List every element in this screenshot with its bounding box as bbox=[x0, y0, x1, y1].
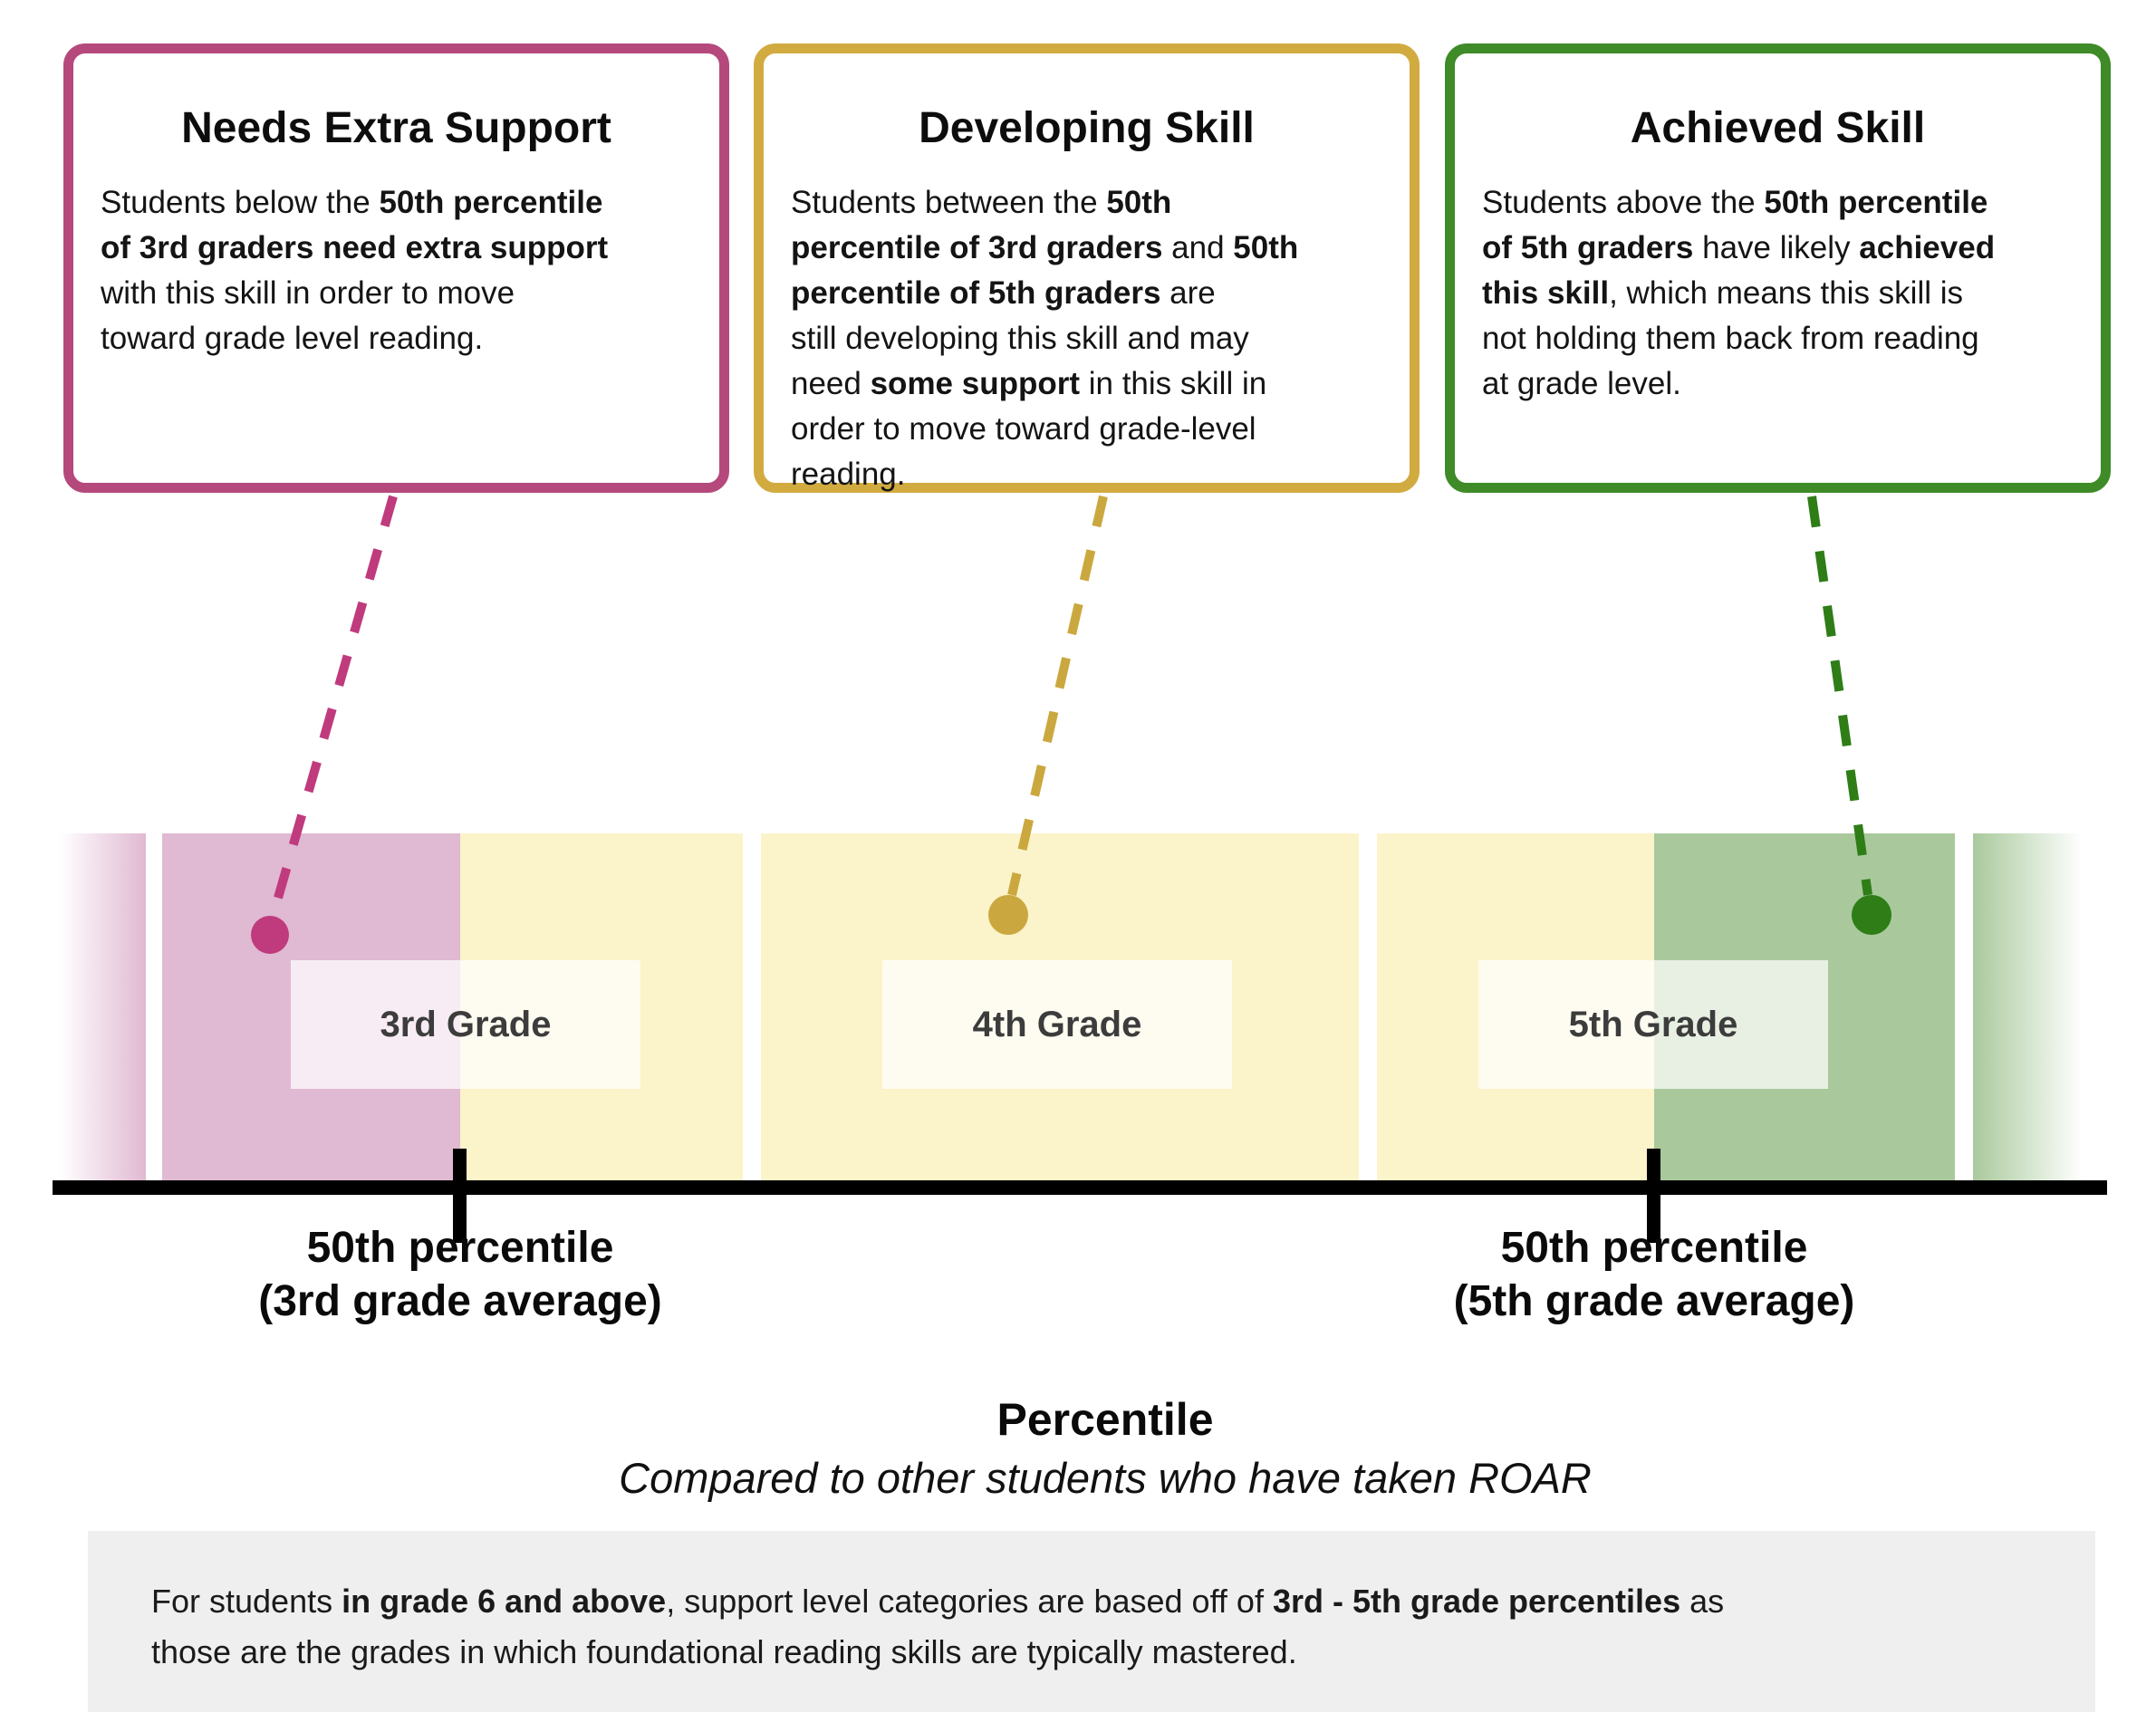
card-title-needs-extra-support: Needs Extra Support bbox=[181, 104, 611, 152]
bar-fade-left bbox=[41, 833, 146, 1180]
tick-label-3rd-percentile: 50th percentile (3rd grade average) bbox=[98, 1221, 823, 1328]
card-needs-extra-support: Needs Extra Support Students below the 5… bbox=[63, 43, 729, 493]
grade-label-5th: 5th Grade bbox=[1478, 960, 1828, 1089]
grade-label-3rd-text: 3rd Grade bbox=[380, 1004, 552, 1044]
tick-label-5th-percentile: 50th percentile (5th grade average) bbox=[1292, 1221, 2016, 1328]
card-achieved-skill: Achieved Skill Students above the 50th p… bbox=[1445, 43, 2111, 493]
grade-label-4th-text: 4th Grade bbox=[972, 1004, 1142, 1044]
tick-label-3rd-line1: 50th percentile bbox=[306, 1224, 614, 1272]
axis-title: Percentile bbox=[996, 1394, 1214, 1445]
footnote-box: For students in grade 6 and above, suppo… bbox=[88, 1531, 2095, 1712]
axis-tick-3rd-percentile bbox=[453, 1149, 467, 1243]
card-developing-skill: Developing Skill Students between the 50… bbox=[754, 43, 1420, 493]
card-body-needs-extra-support: Students below the 50th percentile of 3r… bbox=[101, 185, 609, 356]
card-title-achieved-skill: Achieved Skill bbox=[1630, 104, 1926, 152]
tick-label-3rd-line2: (3rd grade average) bbox=[258, 1277, 662, 1325]
grade-label-4th: 4th Grade bbox=[882, 960, 1232, 1089]
axis-line bbox=[53, 1180, 2107, 1195]
tick-label-5th-line1: 50th percentile bbox=[1500, 1224, 1808, 1272]
bar-fade-right bbox=[1973, 833, 2102, 1180]
axis-subtitle: Compared to other students who have take… bbox=[619, 1454, 1592, 1502]
card-body-developing-skill: Students between the 50th percentile of … bbox=[791, 185, 1299, 492]
card-title-developing-skill: Developing Skill bbox=[919, 104, 1255, 152]
tick-label-5th-line2: (5th grade average) bbox=[1453, 1277, 1855, 1325]
grade-label-3rd: 3rd Grade bbox=[291, 960, 640, 1089]
card-body-achieved-skill: Students above the 50th percentile of 5t… bbox=[1482, 185, 1996, 401]
footnote-text: For students in grade 6 and above, suppo… bbox=[151, 1583, 1725, 1670]
axis-tick-5th-percentile bbox=[1647, 1149, 1660, 1243]
grade-label-5th-text: 5th Grade bbox=[1568, 1004, 1738, 1044]
